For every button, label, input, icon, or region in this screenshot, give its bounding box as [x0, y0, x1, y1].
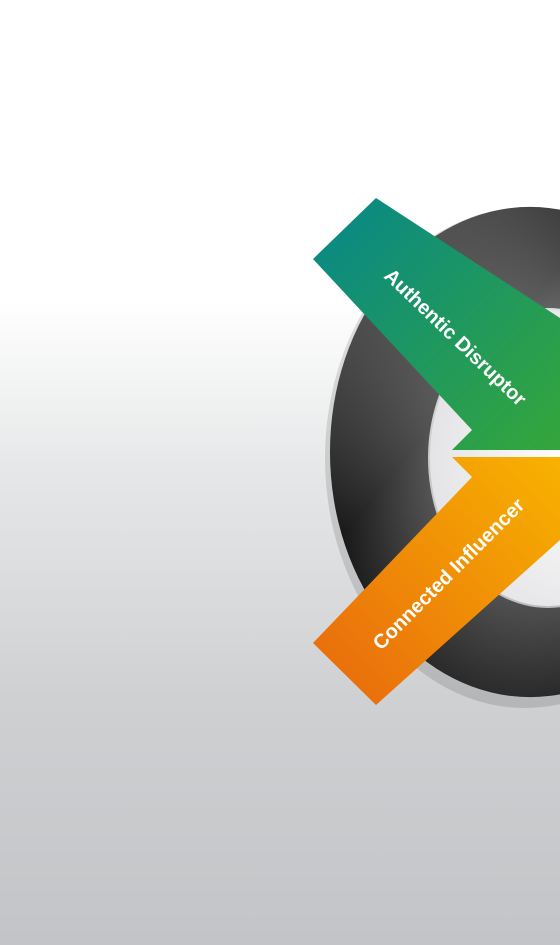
authentic-disruptor-arrow — [313, 198, 560, 450]
connected-influencer-arrow — [313, 457, 560, 705]
